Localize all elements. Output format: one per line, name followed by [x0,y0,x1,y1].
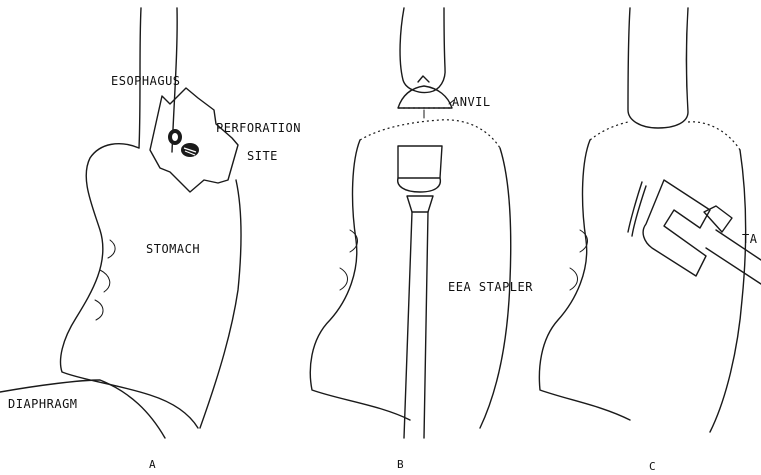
anvil-label: ANVIL [452,95,491,109]
panel-a-label: A [149,458,156,471]
perforation-label: PERFORATION [216,121,301,135]
perforation-patch [150,88,238,192]
stapler-head [398,146,442,178]
diaphragm-label: DIAPHRAGM [8,397,78,411]
stomach-label: STOMACH [146,242,200,256]
ta-stapler [643,180,710,276]
stomach-outline-b [310,140,410,420]
stomach-outline-a [61,144,198,428]
panel-c: TA C [539,8,761,473]
stapler-shaft [404,212,428,438]
panel-c-label: C [649,460,656,473]
esophagus-label: ESOPHAGUS [111,74,181,88]
panel-b-label: B [397,458,404,471]
ta-label: TA [742,232,758,246]
stomach-outline-c [539,140,630,420]
panel-a: ESOPHAGUS PERFORATION SITE STOMACH DIAPH… [0,8,301,471]
site-label: SITE [247,149,278,163]
esophagus-shape-c [628,8,688,128]
stapler-label: EEA STAPLER [448,280,533,294]
esophagus-shape-b [400,8,445,93]
stomach-right-a [200,180,241,428]
panel-b: ANVIL EEA STAPLER B [310,8,533,471]
stomach-right-c [710,150,746,432]
